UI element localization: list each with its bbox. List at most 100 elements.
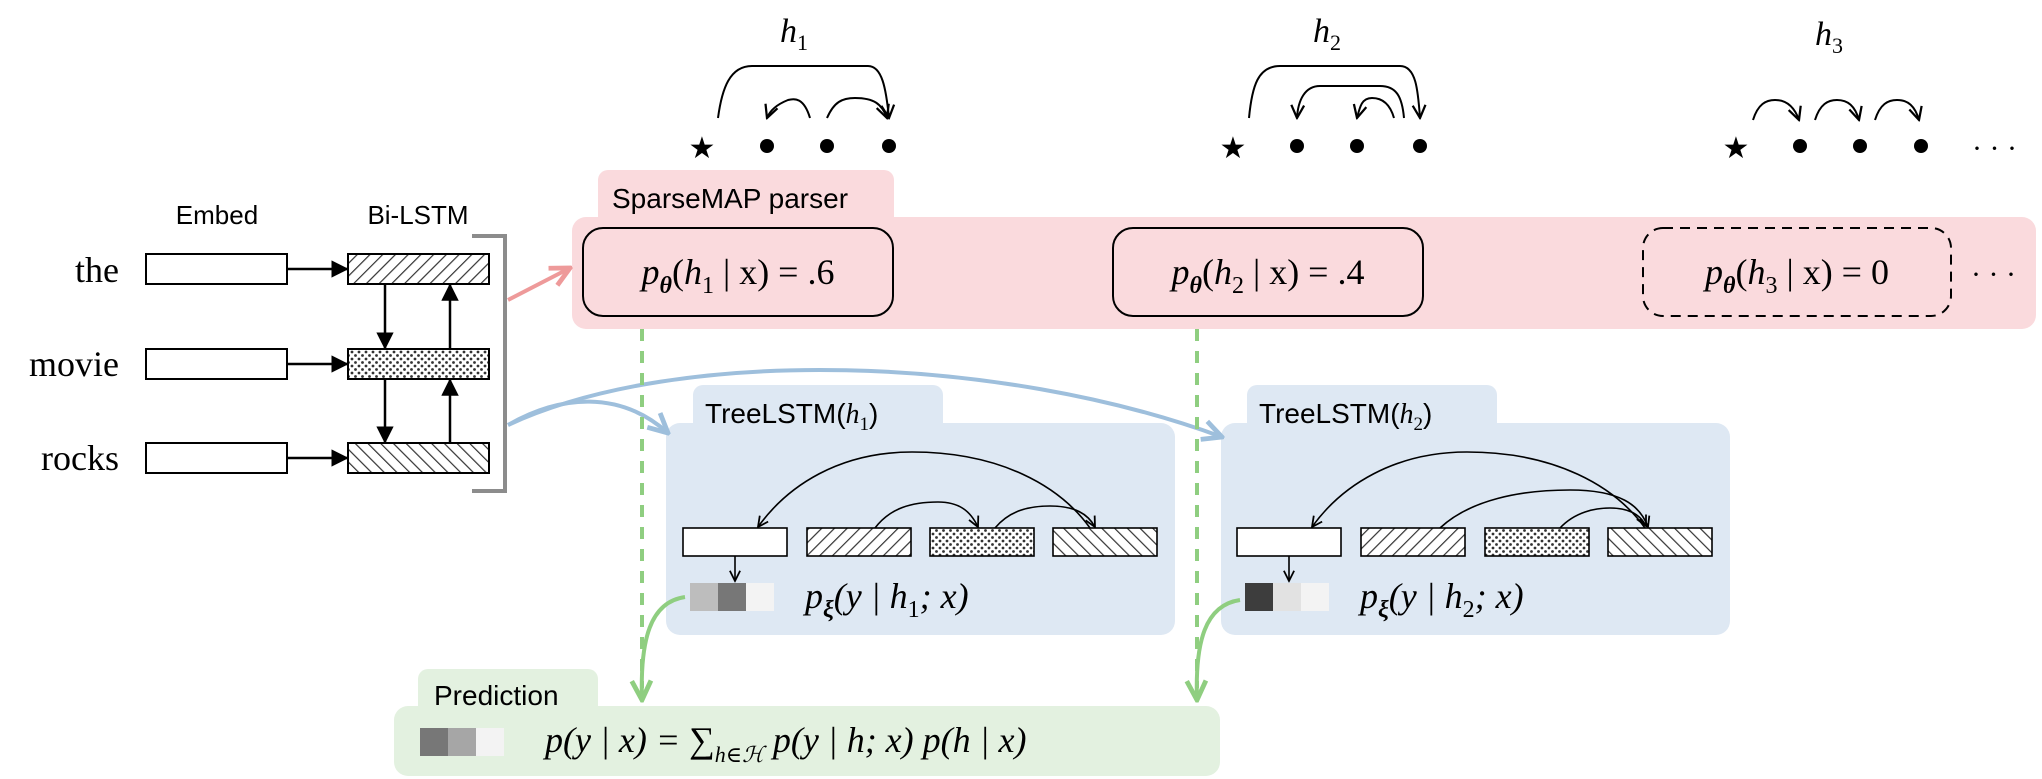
treelstm2-output-cell-2 — [1273, 583, 1301, 611]
embed-box-movie — [145, 348, 288, 380]
treelstm2-output-cell-1 — [1245, 583, 1273, 611]
prob-p: p — [1169, 252, 1190, 292]
prob-h-sub: 2 — [1232, 273, 1244, 299]
embed-box-rocks — [145, 442, 288, 474]
parser-prob-box-3 — [1642, 227, 1952, 317]
formula-p: p — [1357, 576, 1378, 616]
tree2-node-2 — [1350, 139, 1364, 153]
treelstm2-box-the — [1360, 527, 1466, 557]
treelstm2-arc-b — [1559, 507, 1646, 529]
prediction-output-cell-2 — [448, 728, 476, 756]
formula-open: (y | — [1389, 576, 1445, 616]
encoder-bracket — [472, 234, 507, 493]
tree3-node-1 — [1793, 139, 1807, 153]
lstm-cell-rocks — [347, 442, 490, 474]
tree2-arc-root — [1248, 65, 1420, 118]
formula-xi: ξ — [823, 597, 834, 623]
tree-label-var: h — [780, 13, 797, 50]
formula-rest: ; x) — [920, 576, 969, 616]
tree1-arc-root — [717, 65, 889, 118]
prob-p: p — [639, 252, 660, 292]
tree3-arc-c — [1874, 98, 1919, 120]
prediction-formula: p(y | x) = ∑h∈ℋ p(y | h; x) p(h | x) — [542, 720, 1027, 767]
word-the: the — [75, 250, 119, 290]
tree-label-var: h — [1313, 13, 1330, 50]
tree1-node-2 — [820, 139, 834, 153]
tree2-root-star: ★ — [1220, 132, 1247, 165]
treelstm2-output-cell-3 — [1301, 583, 1329, 611]
parser-ellipsis: · · · — [1971, 258, 2016, 291]
dependency-trees: h1 h2 h3 ★ ★ ★ · · · — [689, 13, 2017, 165]
treelstm2-box-movie — [1484, 527, 1590, 557]
treelstm1-box-movie — [929, 527, 1035, 557]
tree-label-sub: 1 — [797, 30, 808, 55]
formula-xi: ξ — [1378, 597, 1389, 623]
formula-h: h — [890, 576, 908, 616]
parser-prob-box-2 — [1112, 227, 1424, 317]
treelstm2-arc-a — [1439, 489, 1648, 528]
embed-header: Embed — [176, 200, 258, 230]
treelstm1-arc-root — [758, 451, 1091, 528]
tree1-node-3 — [882, 139, 896, 153]
prob-open: ( — [672, 252, 684, 292]
encoder-to-treelstm2-arrow — [507, 367, 1222, 437]
tree2-node-3 — [1413, 139, 1427, 153]
sparsemap-parser: SparseMAP parser pθ(h1 | x) = .6 pθ(h2 |… — [572, 170, 2036, 329]
tree2-node-1 — [1290, 139, 1304, 153]
tree-label-sub: 3 — [1832, 33, 1843, 58]
parser-prob-formula-2: pθ(h2 | x) = .4 — [1169, 252, 1365, 299]
parser-panel — [572, 217, 2036, 329]
prob-h-sub: 3 — [1765, 273, 1777, 299]
prob-h: h — [1747, 252, 1765, 292]
parser-prob-formula-1: pθ(h1 | x) = .6 — [639, 252, 835, 299]
word-rocks: rocks — [41, 438, 119, 478]
prob-theta: θ — [1723, 273, 1736, 299]
tree-label-sub: 2 — [1330, 30, 1341, 55]
prob-theta: θ — [1190, 273, 1203, 299]
prediction-panel — [394, 706, 1220, 776]
tree3-arc-a — [1752, 98, 1799, 120]
prob-open: ( — [1202, 252, 1214, 292]
formula-h: h — [1445, 576, 1463, 616]
treelstm-panel-2 — [1221, 423, 1730, 635]
prediction-output-cell-3 — [476, 728, 504, 756]
word-movie: movie — [29, 344, 119, 384]
formula-rhs: p(y | h; x) p(h | x) — [764, 720, 1027, 760]
formula-p: p — [802, 576, 823, 616]
treelstm-formula-2: pξ(y | h2; x) — [1357, 576, 1524, 623]
treelstm-name: TreeLSTM — [705, 398, 836, 429]
parser-title: SparseMAP parser — [612, 183, 848, 214]
prob-h: h — [1214, 252, 1232, 292]
treelstm-h-sub: 1 — [860, 414, 870, 435]
tree3-root-star: ★ — [1723, 132, 1750, 165]
parser-prob-box-1 — [582, 227, 894, 317]
bilstm-header: Bi-LSTM — [367, 200, 468, 230]
treelstm2-root-box — [1236, 527, 1342, 557]
treelstm-close: ) — [869, 398, 878, 429]
tree1-node-1 — [760, 139, 774, 153]
prediction-output-cell-1 — [420, 728, 448, 756]
formula-sum-sub: h∈ℋ — [715, 742, 767, 767]
treelstm-panel-1 — [666, 423, 1175, 635]
treelstm1-output-cell-1 — [690, 583, 718, 611]
tree1-root-star: ★ — [689, 132, 716, 165]
treelstm-h: h — [1400, 399, 1414, 430]
parser-prob-formula-3: pθ(h3 | x) = 0 — [1702, 252, 1889, 299]
treelstm2-to-prediction-arrow — [1197, 598, 1241, 700]
prediction: Prediction p(y | x) = ∑h∈ℋ p(y | h; x) p… — [394, 669, 1220, 776]
tree3-node-2 — [1853, 139, 1867, 153]
treelstm1-box-the — [806, 527, 912, 557]
tree3-node-3 — [1914, 139, 1928, 153]
treelstm-name: TreeLSTM — [1259, 398, 1390, 429]
tree2-arc-a — [1297, 85, 1405, 118]
tree2-arc-b — [1357, 96, 1395, 118]
encoder-to-parser-arrow — [507, 268, 570, 302]
tree-label-1: h1 — [780, 13, 808, 55]
tree1-arc-b — [826, 96, 887, 118]
treelstm1-root-box — [682, 527, 788, 557]
formula-open: (y | — [834, 576, 890, 616]
treelstm2-box-rocks — [1607, 527, 1713, 557]
formula-lhs: p(y | x) = — [542, 720, 689, 760]
